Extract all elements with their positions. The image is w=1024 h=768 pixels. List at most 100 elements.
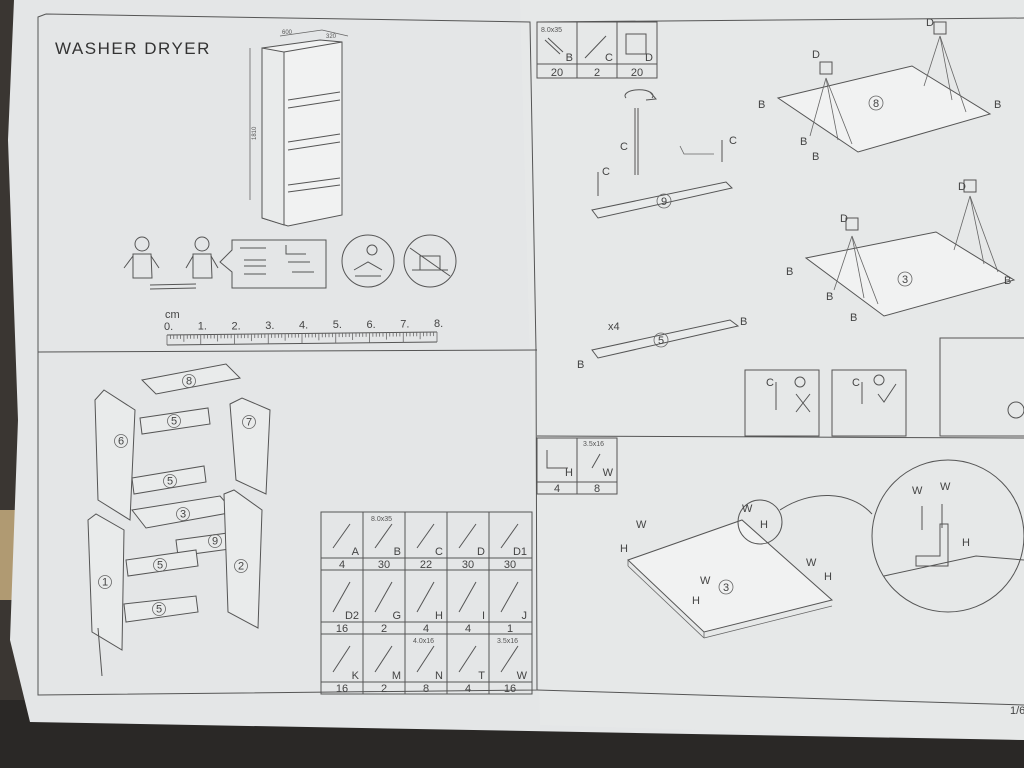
hardware-item-icon: [500, 581, 519, 613]
hardware-item-icon: [500, 645, 519, 673]
hardware-count: 22: [420, 559, 432, 571]
hardware-size: 3.5x16: [497, 638, 518, 645]
part-number: 1: [102, 577, 108, 589]
hardware-item-icon: [458, 581, 477, 613]
part-number: 3: [180, 509, 186, 521]
part-number: 9: [212, 536, 218, 548]
hardware-count: 4: [465, 683, 471, 695]
hardware-item-icon: [458, 645, 477, 673]
label-d: D: [840, 213, 848, 225]
step1-panel-number: 3: [902, 274, 908, 286]
hardware-code: I: [482, 610, 485, 622]
hardware-code: T: [478, 670, 485, 682]
hardware-code: D1: [513, 546, 527, 558]
label-c: C: [620, 141, 628, 153]
hardware-item-icon: [374, 645, 393, 673]
step2-part-code: H: [565, 467, 573, 479]
step1-panel-number: 5: [658, 335, 664, 347]
step1-part-count: 20: [631, 67, 643, 79]
hardware-table: [320, 511, 533, 695]
ruler-tick-label: 8.: [434, 318, 443, 330]
hardware-size: 4.0x16: [413, 638, 434, 645]
part-number: 5: [157, 560, 163, 572]
hardware-code: N: [435, 670, 443, 682]
hardware-code: M: [392, 670, 401, 682]
read-instructions-icon: [341, 234, 395, 288]
hardware-count: 16: [504, 683, 516, 695]
label-b: B: [786, 266, 793, 278]
panel-5-x4-drawing: [591, 319, 740, 359]
dim-height: 1810: [252, 126, 258, 140]
hardware-count: 2: [381, 623, 387, 635]
ruler-tick-label: 1.: [198, 321, 207, 333]
part-number: 2: [238, 561, 244, 573]
step1-part-code: C: [605, 52, 613, 64]
part-number-badge: [208, 534, 222, 548]
label-w: W: [806, 557, 817, 569]
page-number: 1/6: [1010, 705, 1024, 717]
tools-required-icon: [219, 239, 327, 289]
exploded-cabinet-view: [87, 363, 271, 677]
label-w: W: [912, 485, 923, 497]
hardware-item-icon: [332, 581, 351, 613]
hardware-code: D2: [345, 610, 359, 622]
hardware-item-icon: [332, 523, 351, 549]
label-c: C: [602, 166, 610, 178]
hardware-labels: A48.0x35B30C22D30D130D216G2H4I4J1K16M24.…: [336, 516, 528, 695]
ruler-tick-label: 7.: [400, 318, 409, 330]
step1-part-code: D: [645, 52, 653, 64]
part-number-badge: [176, 507, 190, 521]
page-frame: [37, 13, 1024, 706]
label-b: B: [826, 291, 833, 303]
step1-part-count: 20: [551, 67, 563, 79]
step2-part-count: 8: [594, 483, 600, 495]
ruler-tick-label: 5.: [333, 319, 342, 331]
hardware-item-icon: [374, 523, 393, 549]
label-b: B: [994, 99, 1001, 111]
step2-parts-table: [536, 437, 618, 495]
insert-dowel-c-drawing: [591, 89, 733, 219]
part-number-badge: [234, 559, 248, 573]
part-number-badge: [98, 575, 112, 589]
label-b: B: [812, 151, 819, 163]
part-number-badge: [114, 434, 128, 448]
hardware-code: A: [352, 546, 360, 558]
label-d: D: [958, 181, 966, 193]
part-number: 5: [167, 476, 173, 488]
label-c: C: [766, 377, 774, 389]
label-b: B: [850, 312, 857, 324]
hardware-item-icon: [416, 645, 435, 673]
part-number-badge: [163, 474, 177, 488]
label-b: B: [577, 359, 584, 371]
label-d: D: [926, 17, 934, 29]
hardware-count: 4: [339, 559, 345, 571]
hardware-count: 30: [462, 559, 474, 571]
label-w: W: [636, 519, 647, 531]
ruler-tick-label: 6.: [367, 319, 376, 331]
dim-width: 600: [282, 30, 293, 36]
label-h: H: [760, 519, 768, 531]
part-number-badge: [152, 602, 166, 616]
hardware-code: K: [352, 670, 360, 682]
label-c: C: [729, 135, 737, 147]
label-w: W: [700, 575, 711, 587]
hardware-item-icon: [332, 645, 351, 673]
step2-part-count: 4: [554, 483, 560, 495]
label-h: H: [824, 571, 832, 583]
part-number: 7: [246, 417, 252, 429]
label-d: D: [812, 49, 820, 61]
hardware-size: 8.0x35: [371, 516, 392, 523]
label-h: H: [620, 543, 628, 555]
hardware-code: G: [392, 610, 401, 622]
label-b: B: [800, 136, 807, 148]
hardware-count: 16: [336, 623, 348, 635]
hardware-item-icon: [416, 523, 435, 549]
step1-parts-table: [536, 21, 658, 79]
part-number: 8: [186, 376, 192, 388]
ruler-tick-label: 3.: [265, 320, 274, 332]
